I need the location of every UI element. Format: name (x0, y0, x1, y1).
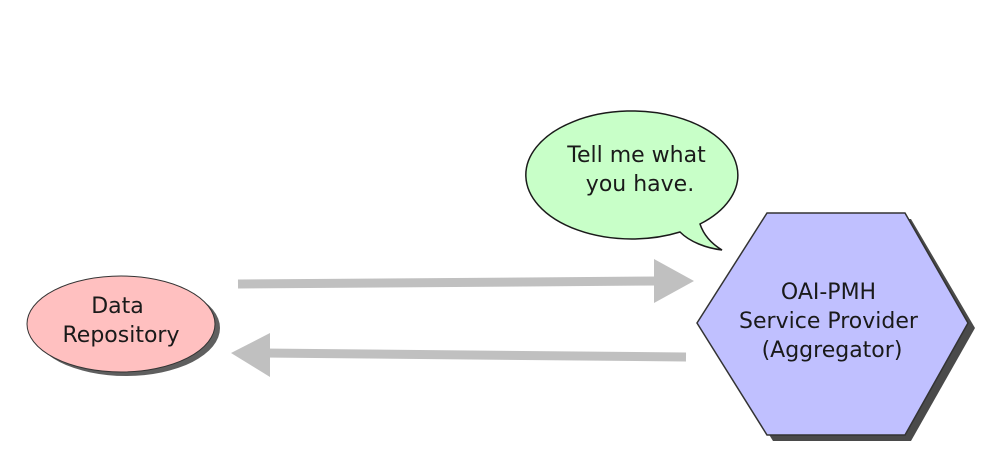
data-repository-label-line: Data (91, 294, 144, 319)
response-arrow-head (231, 333, 270, 377)
speech-bubble-line: you have. (586, 172, 694, 197)
service-provider-shape (696, 212, 969, 436)
data-repository-node: Data Repository (26, 275, 220, 376)
speech-bubble-text: Tell me what you have. (566, 143, 712, 197)
service-provider-label: OAI-PMH Service Provider (Aggregator) (739, 280, 925, 363)
data-repository-label: Data Repository (63, 294, 180, 348)
data-repository-shape (26, 275, 216, 373)
service-provider-label-line: (Aggregator) (762, 338, 903, 363)
speech-bubble-line: Tell me what (566, 143, 706, 168)
request-arrow (237, 259, 694, 303)
data-repository-label-line: Repository (63, 323, 180, 348)
response-arrow-shaft (261, 348, 687, 362)
speech-bubble: Tell me what you have. (525, 110, 739, 251)
request-arrow-head (654, 259, 694, 303)
speech-bubble-shape (525, 110, 739, 251)
response-arrow (231, 333, 687, 377)
service-provider-node: OAI-PMH Service Provider (Aggregator) (696, 212, 975, 441)
request-arrow-shaft (237, 276, 661, 289)
service-provider-label-line: Service Provider (739, 309, 919, 334)
service-provider-label-line: OAI-PMH (781, 280, 876, 305)
